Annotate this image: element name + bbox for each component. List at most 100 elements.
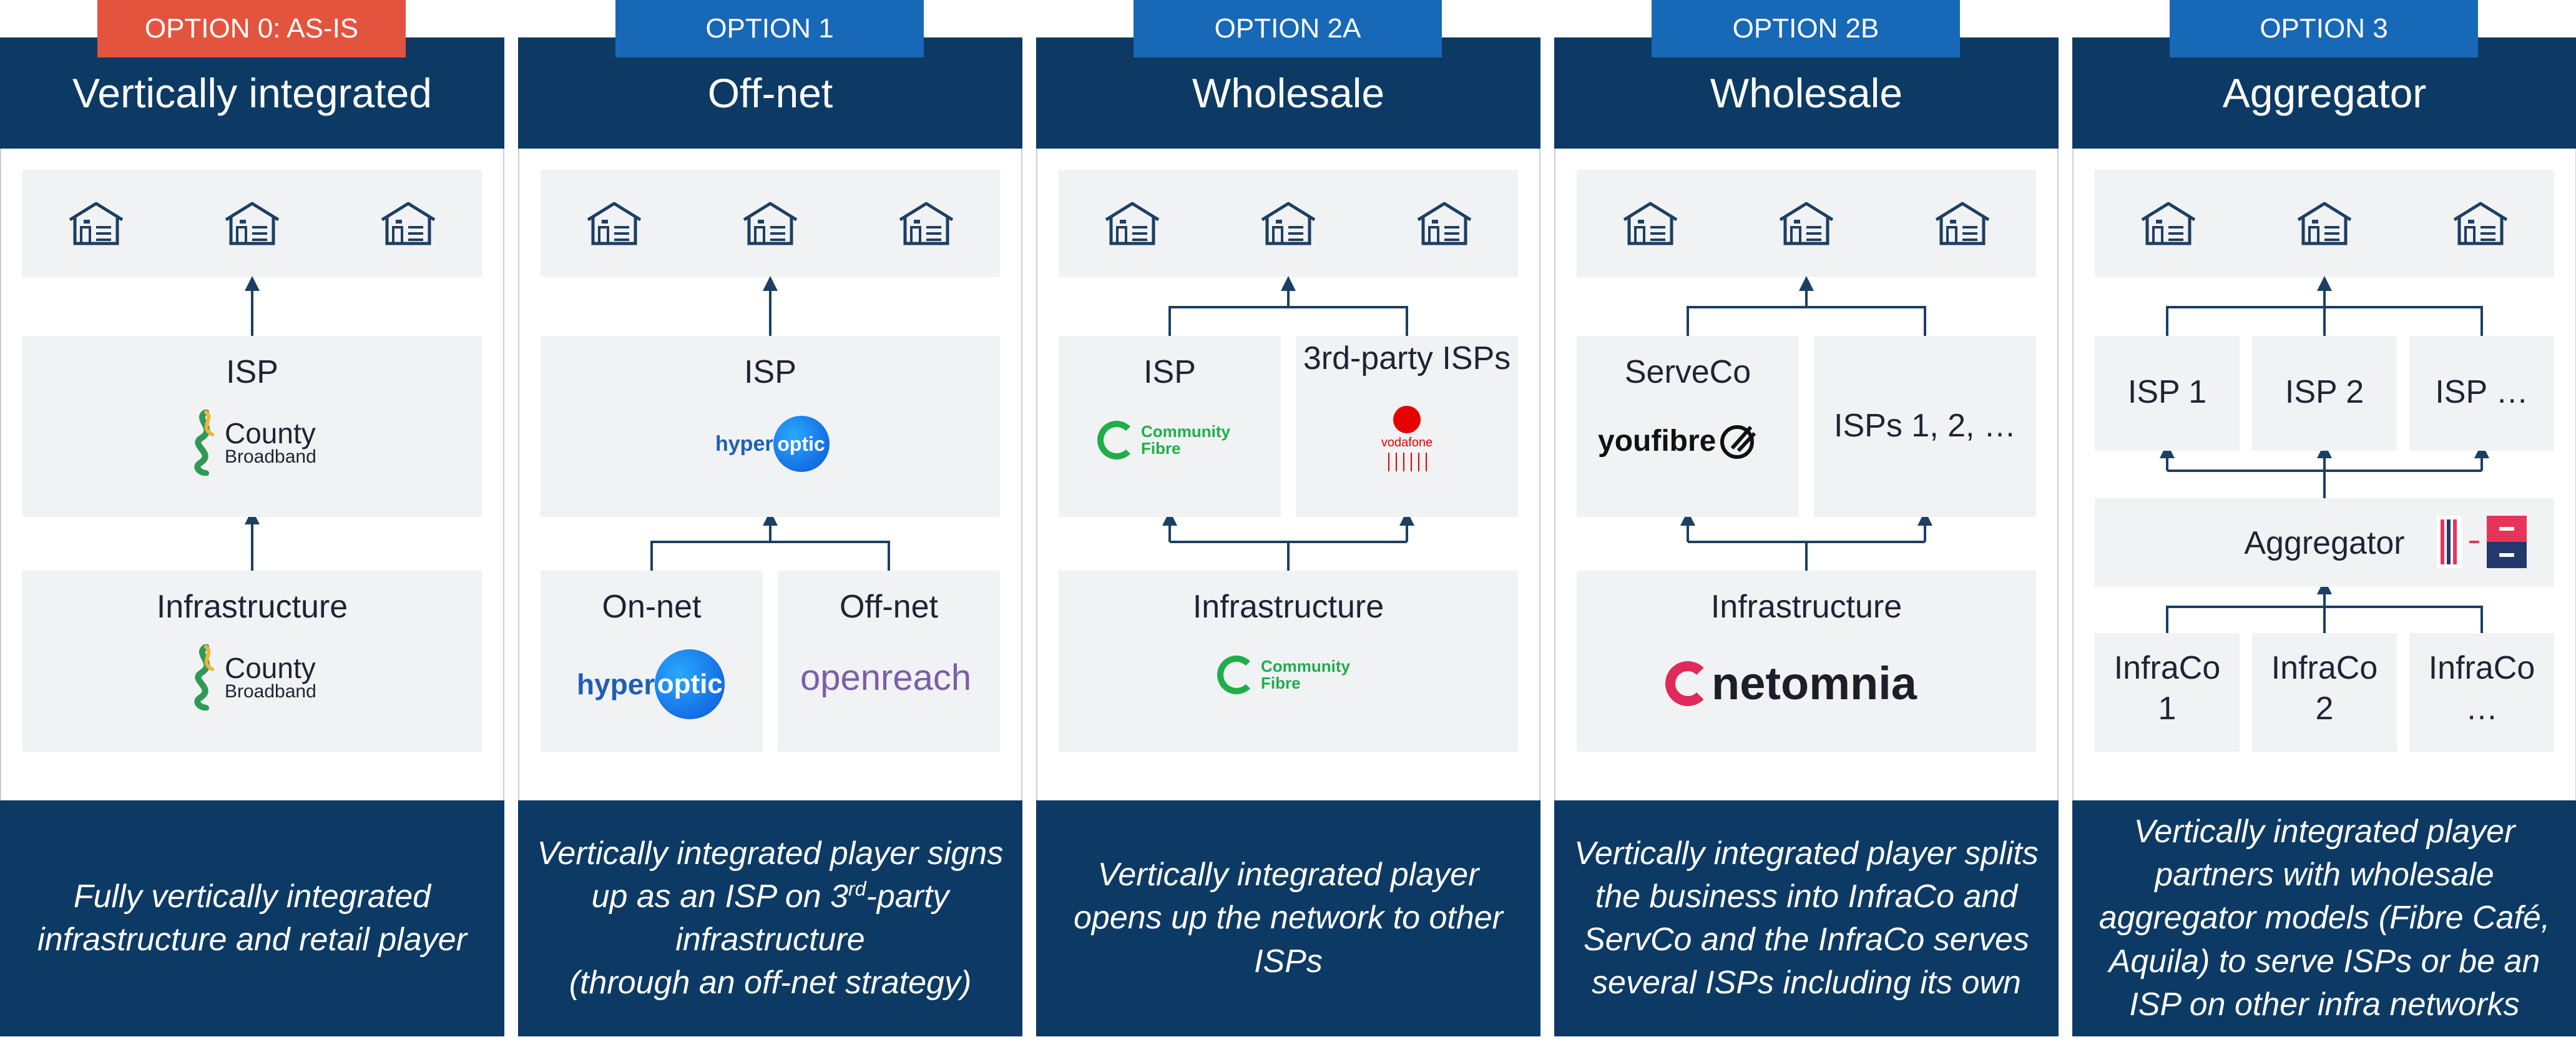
infraco-2-panel: InfraCo 2 — [2252, 633, 2397, 752]
isp-panel: ISP County Broadband — [22, 336, 482, 517]
third-party-isps-panel: 3rd-party ISPs vodafone — [1296, 336, 1518, 517]
community-fibre-line1: Community — [1261, 656, 1350, 676]
home-building-icon — [1776, 200, 1836, 247]
home-building-icon — [1102, 200, 1162, 247]
onnet-panel: On-net hyper optic — [541, 571, 763, 752]
youfibre-logo: youfibre — [1598, 421, 1758, 461]
offnet-label: Off-net — [839, 589, 938, 625]
option-0-description: Fully vertically integrated infrastructu… — [0, 800, 504, 1036]
infraco-n-label: InfraCo … — [2409, 648, 2554, 729]
isp-2-label: ISP 2 — [2285, 374, 2364, 410]
community-fibre-line1: Community — [1141, 421, 1230, 441]
option-3-column: Aggregator ISP 1 ISP 2 ISP … Aggregator — [2072, 37, 2576, 1036]
homes-panel — [541, 170, 1000, 277]
hyperoptic-logo-part1: hyper — [715, 431, 773, 456]
option-2a-description: Vertically integrated player opens up th… — [1036, 800, 1540, 1036]
vodafone-speechmark-icon — [1393, 406, 1421, 433]
option-1-tag: OPTION 1 — [615, 0, 924, 57]
community-fibre-line2: Fibre — [1261, 674, 1301, 692]
aggregator-label: Aggregator — [2244, 525, 2405, 561]
infraco-1-panel: InfraCo 1 — [2095, 633, 2240, 752]
infraco-1-label: InfraCo 1 — [2095, 648, 2240, 729]
infraco-2-label: InfraCo 2 — [2252, 648, 2397, 729]
footer-line-3: infrastructure — [675, 922, 865, 958]
footer-line-2-start: up as an ISP on 3 — [591, 878, 849, 915]
footer-line-2-end: -party — [866, 878, 949, 915]
community-fibre-logo: Community Fibre — [1097, 421, 1230, 460]
home-building-icon — [584, 200, 644, 247]
isp-label: ISP — [1144, 354, 1196, 390]
option-3-description: Vertically integrated player partners wi… — [2072, 800, 2576, 1036]
option-2b-description: Vertically integrated player splits the … — [1554, 800, 2059, 1036]
infrastructure-panel: Infrastructure netomnia — [1577, 571, 2036, 752]
plus-connector-icon — [2469, 541, 2479, 543]
home-building-icon — [1258, 200, 1318, 247]
isp-n-label: ISP … — [2435, 374, 2529, 410]
isp-panel: ISP hyper optic — [541, 336, 1000, 517]
option-0-column: Vertically integrated ISP County Broadba… — [0, 37, 504, 1036]
isp-label: ISP — [226, 354, 278, 390]
county-broadband-logo: County Broadband — [187, 644, 316, 710]
home-building-icon — [2138, 200, 2198, 247]
option-2b-tag: OPTION 2B — [1652, 0, 1960, 57]
isp-1-panel: ISP 1 — [2095, 336, 2240, 451]
homes-panel — [1577, 170, 2036, 277]
infrastructure-label: Infrastructure — [1192, 589, 1384, 625]
footer-line-2: up as an ISP on 3rd-party — [537, 875, 1004, 918]
infraco-2-line1: InfraCo — [2271, 650, 2378, 686]
infrastructure-panel: Infrastructure County Broadband — [22, 571, 482, 752]
home-building-icon — [378, 200, 438, 247]
option-2a-tag: OPTION 2A — [1134, 0, 1442, 57]
option-1-column: Off-net ISP hyper optic On-net hyper opt… — [518, 37, 1022, 1036]
home-building-icon — [222, 200, 282, 247]
netomnia-c-icon — [1665, 661, 1710, 706]
vodafone-wordmark: vodafone — [1381, 436, 1433, 450]
hyperoptic-logo-part2: optic — [773, 416, 830, 472]
aggregator-panel: Aggregator — [2095, 498, 2554, 587]
infraco-1-line1: InfraCo — [2113, 650, 2221, 686]
aquila-logo-icon — [2487, 516, 2527, 568]
isps-panel: ISPs 1, 2, … — [1814, 336, 2036, 517]
county-broadband-logo: County Broadband — [187, 410, 316, 476]
infraco-n-panel: InfraCo … — [2409, 633, 2554, 752]
home-building-icon — [1620, 200, 1680, 247]
vodafone-stripes-icon — [1388, 453, 1427, 471]
county-logo-line2: Broadband — [225, 681, 316, 702]
home-building-icon — [740, 200, 800, 247]
home-building-icon — [1414, 200, 1474, 247]
home-building-icon — [2451, 200, 2510, 247]
onnet-label: On-net — [602, 589, 702, 625]
isp-panel: ISP Community Fibre — [1059, 336, 1281, 517]
infrastructure-label: Infrastructure — [156, 589, 348, 625]
youfibre-wordmark: youfibre — [1598, 424, 1717, 458]
netomnia-logo: netomnia — [1665, 657, 1917, 710]
option-0-tag: OPTION 0: AS-IS — [97, 0, 406, 57]
hyperoptic-logo-part2: optic — [655, 649, 725, 719]
community-fibre-line2: Fibre — [1141, 439, 1181, 458]
county-logo-line1: County — [225, 417, 316, 450]
footer-line-4: (through an off-net strategy) — [569, 965, 972, 1001]
aggregator-logos — [2437, 516, 2527, 568]
hyperoptic-logo-part1: hyper — [577, 668, 655, 700]
infrastructure-panel: Infrastructure Community Fibre — [1059, 571, 1518, 752]
hyperoptic-logo: hyper optic — [577, 649, 725, 719]
servco-panel: ServeCo youfibre — [1577, 336, 1799, 517]
county-logo-line1: County — [225, 652, 316, 684]
community-fibre-logo: Community Fibre — [1217, 656, 1350, 694]
isp-1-label: ISP 1 — [2127, 374, 2207, 410]
option-3-tag: OPTION 3 — [2170, 0, 2478, 57]
footer-line-1: Vertically integrated player signs — [537, 835, 1004, 872]
home-building-icon — [896, 200, 956, 247]
openreach-logo: openreach — [800, 657, 972, 698]
hyperoptic-logo: hyper optic — [715, 416, 830, 472]
isp-2-panel: ISP 2 — [2252, 336, 2397, 451]
netomnia-wordmark: netomnia — [1712, 657, 1917, 709]
option-2b-column: Wholesale ServeCo youfibre ISPs 1, 2, … … — [1554, 37, 2059, 1036]
home-building-icon — [1932, 200, 1992, 247]
infrastructure-label: Infrastructure — [1710, 589, 1903, 625]
option-2a-column: Wholesale ISP Community Fibre 3rd-party … — [1036, 37, 1540, 1036]
infraco-2-line2: 2 — [2315, 691, 2334, 727]
home-building-icon — [2294, 200, 2354, 247]
home-building-icon — [66, 200, 126, 247]
infraco-n-line2: … — [2466, 691, 2498, 727]
